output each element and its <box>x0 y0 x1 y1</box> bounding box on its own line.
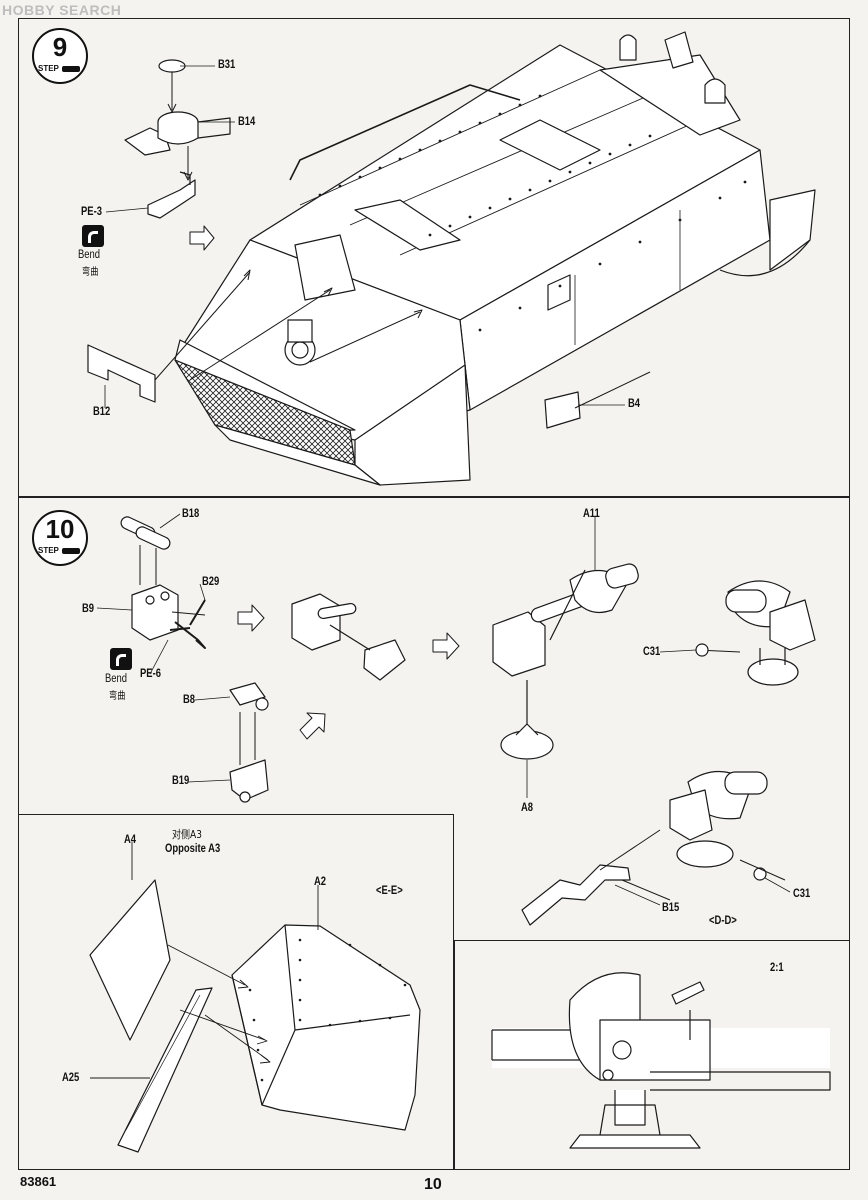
part-label-pe3: PE-3 <box>81 206 102 218</box>
part-label-b19: B19 <box>172 775 190 787</box>
ee-view-frame <box>18 814 454 1170</box>
part-b9 <box>131 584 179 641</box>
part-label-a25: A25 <box>62 1072 80 1084</box>
part-label-b31: B31 <box>218 59 236 71</box>
bend-icon <box>82 225 104 247</box>
step-number: 10 <box>45 514 75 544</box>
view-label-ee: <E-E> <box>376 885 403 897</box>
bend-icon <box>110 648 132 670</box>
gun-mount-assembly-3 <box>669 770 786 881</box>
part-label-b14: B14 <box>238 116 256 128</box>
part-label-b29: B29 <box>202 576 220 588</box>
direction-arrow-icon <box>237 604 265 632</box>
part-a2 <box>231 924 421 1131</box>
part-label-pe6: PE-6 <box>140 668 161 680</box>
step-word: STEP <box>38 64 59 73</box>
gun-subassembly <box>291 593 406 681</box>
bend-label-zh: 弯曲 <box>109 691 126 702</box>
step-word: STEP <box>38 546 59 555</box>
part-label-b8: B8 <box>183 694 196 706</box>
part-label-a2: A2 <box>314 876 327 888</box>
part-label-c31-bottom: C31 <box>793 888 811 900</box>
part-label-c31-top: C31 <box>643 646 661 658</box>
gun-mount-assembly-2 <box>695 580 816 686</box>
part-label-a4: A4 <box>124 834 137 846</box>
tank-icon <box>62 66 80 72</box>
part-a4 <box>89 879 171 1041</box>
direction-arrow-icon <box>299 712 326 740</box>
bend-label: Bend <box>105 673 128 685</box>
part-b14 <box>124 111 231 156</box>
step9-frame <box>18 18 850 498</box>
direction-arrow-icon <box>189 225 215 251</box>
part-pe6 <box>169 627 191 631</box>
hull-drawing <box>174 31 816 486</box>
detail-frame <box>454 940 850 1170</box>
part-label-a11: A11 <box>583 508 600 520</box>
bend-label: Bend <box>78 249 101 261</box>
part-b4 <box>544 391 581 429</box>
part-b29 <box>174 599 206 649</box>
opposite-label: Opposite A3 <box>165 843 221 855</box>
part-b18 <box>120 516 171 550</box>
part-b8 <box>229 682 269 711</box>
part-b12 <box>87 344 156 403</box>
detail-gun-drawing <box>491 972 831 1149</box>
step-number: 9 <box>52 32 68 62</box>
part-label-b18: B18 <box>182 508 200 520</box>
part-label-b4: B4 <box>628 398 641 410</box>
direction-arrow-icon <box>432 632 460 660</box>
part-label-a8: A8 <box>521 802 534 814</box>
part-b19 <box>229 759 269 803</box>
part-label-b12: B12 <box>93 406 111 418</box>
part-label-b15: B15 <box>662 902 680 914</box>
scale-label: 2:1 <box>770 962 784 974</box>
step9-badge: 9 STEP <box>32 28 88 84</box>
tank-icon <box>62 548 80 554</box>
part-label-b9: B9 <box>82 603 95 615</box>
opposite-label-zh: 对侧A3 <box>172 828 202 841</box>
gun-mount-assembly-1 <box>492 563 639 760</box>
bend-label-zh: 弯曲 <box>82 267 99 278</box>
kit-code: 83861 <box>20 1174 57 1189</box>
step10-badge: 10 STEP <box>32 510 88 566</box>
part-b15 <box>521 829 671 926</box>
page-number: 10 <box>424 1176 442 1193</box>
part-a25 <box>117 987 213 1153</box>
view-label-dd: <D-D> <box>709 915 737 927</box>
watermark: HOBBY SEARCH <box>2 2 122 18</box>
